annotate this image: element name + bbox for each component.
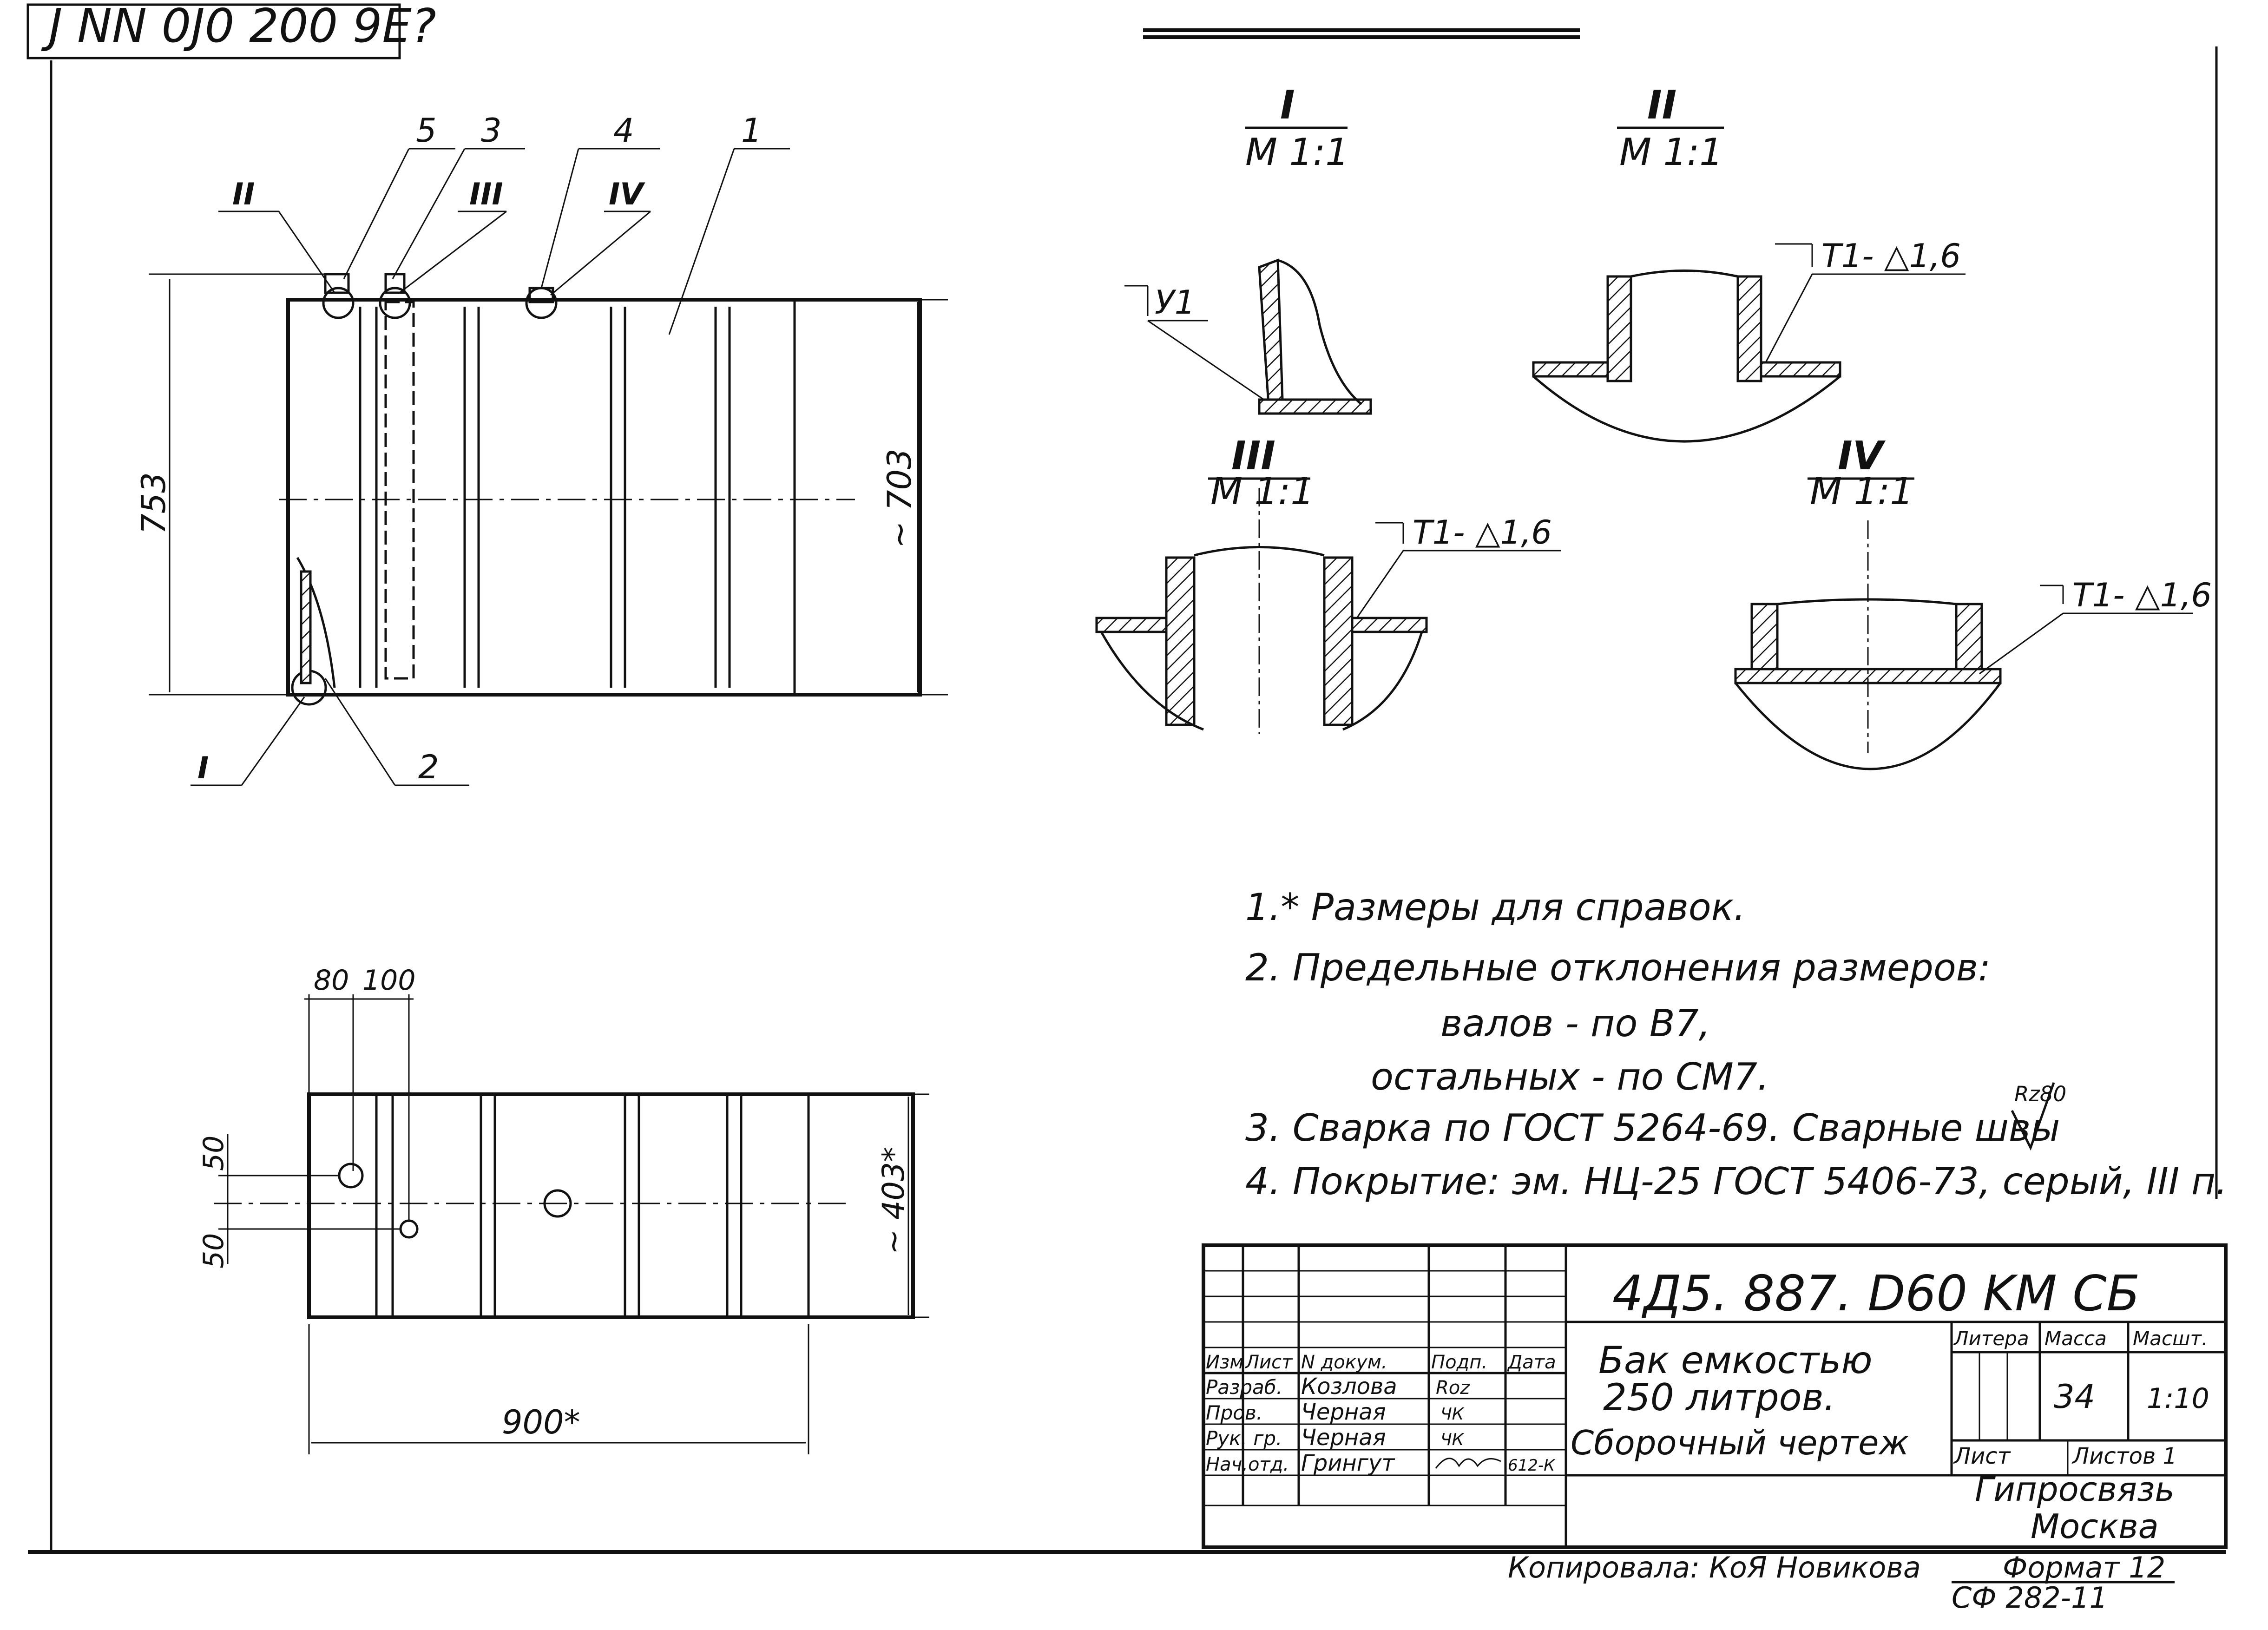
note-2: 2. Предельные отклонения размеров: xyxy=(1245,946,1991,989)
detail-III-weld: T1- △1,6 xyxy=(1413,513,1552,552)
dim-703: ~ 703 xyxy=(881,448,919,548)
detail-I-scale: M 1:1 xyxy=(1245,131,1349,174)
callout-5: 5 xyxy=(416,112,437,150)
roughness-label: Rz80 xyxy=(2014,1082,2066,1106)
litera-label: Литера xyxy=(1953,1327,2029,1350)
title-line-3: Сборочный чертеж xyxy=(1571,1423,1909,1462)
detail-I-weld: У1 xyxy=(1155,283,1195,322)
top-stamp-text: J NN 0J0 200 9E? xyxy=(41,0,436,53)
detail-IV-roman: IV xyxy=(1838,433,1886,479)
detail-II-roman: II xyxy=(1647,82,1676,128)
masshtab-label: Масшт. xyxy=(2133,1327,2208,1350)
ref-I: I xyxy=(197,751,209,786)
main-dims xyxy=(149,273,948,696)
callout-1: 1 xyxy=(741,112,762,150)
dim-403: ~ 403* xyxy=(876,1147,911,1255)
plan-view xyxy=(214,994,929,1454)
callout-3: 3 xyxy=(481,112,502,150)
row-role-4: Нач.отд. xyxy=(1206,1454,1289,1475)
hdr-izm: Изм xyxy=(1206,1352,1243,1373)
top-stamp: J NN 0J0 200 9E? xyxy=(26,0,436,59)
hdr-data: Дата xyxy=(1507,1352,1556,1373)
row-name-2: Черная xyxy=(1301,1399,1386,1425)
main-beads xyxy=(359,300,796,695)
detail-I-roman: I xyxy=(1280,82,1295,128)
detail-IV-scale: M 1:1 xyxy=(1810,470,1913,513)
footer-format: Формат 12 xyxy=(2003,1551,2165,1584)
note-3: 3. Сварка по ГОСТ 5264-69. Сварные швы xyxy=(1245,1106,2060,1150)
row-role-1: Разраб. xyxy=(1206,1376,1282,1399)
org-city: Москва xyxy=(2031,1507,2159,1546)
callout-2: 2 xyxy=(418,748,439,786)
row-name-3: Черная xyxy=(1301,1425,1386,1451)
notes: 1.* Размеры для справок. 2. Предельные о… xyxy=(1245,886,2228,1203)
detail-II: II M 1:1 T1- △1,6 xyxy=(1532,82,1966,443)
listov-label: Листов 1 xyxy=(2071,1443,2177,1469)
masshtab-value: 1:10 xyxy=(2147,1382,2209,1415)
hdr-ndoc: N докум. xyxy=(1301,1352,1387,1373)
detail-II-scale: M 1:1 xyxy=(1619,131,1723,174)
row-sign-2: ЧК xyxy=(1440,1405,1465,1424)
detail-I: I M 1:1 У1 xyxy=(1124,82,1372,415)
title-line-2: 250 литров. xyxy=(1603,1376,1835,1419)
dim-100: 100 xyxy=(362,964,416,997)
detail-IV-weld: T1- △1,6 xyxy=(2072,576,2212,614)
dim-900: 900* xyxy=(502,1403,580,1441)
row-date-4: 612-К xyxy=(1508,1456,1556,1475)
row-name-4: Грингут xyxy=(1301,1450,1395,1476)
row-sign-4-signature xyxy=(1435,1458,1501,1469)
footer-copied: Копировала: КоЯ Новикова xyxy=(1508,1551,1921,1584)
detail-IV: IV M 1:1 T1- △1,6 xyxy=(1734,433,2212,770)
main-leaders xyxy=(191,148,790,786)
ref-II: II xyxy=(232,177,255,212)
detail-III-roman: III xyxy=(1231,433,1275,479)
detail-III-scale: M 1:1 xyxy=(1210,470,1314,513)
hdr-list: Лист xyxy=(1244,1352,1293,1373)
footer-code: СФ 282-11 xyxy=(1952,1581,2108,1615)
dim-80: 80 xyxy=(314,964,349,997)
org-name: Гипросвязь xyxy=(1975,1470,2175,1509)
row-sign-3: ЧК xyxy=(1440,1430,1465,1449)
title-block xyxy=(1202,1243,2228,1549)
row-role-3: Рук. гр. xyxy=(1206,1427,1282,1450)
row-name-1: Козлова xyxy=(1301,1374,1397,1400)
weld-symbol xyxy=(2011,1082,2055,1151)
ref-IV: IV xyxy=(609,177,645,212)
note-2a: валов - по B7, xyxy=(1440,1002,1710,1045)
callout-4: 4 xyxy=(613,112,634,150)
row-sign-1: Roz xyxy=(1436,1377,1470,1399)
dim-753: 753 xyxy=(135,472,173,534)
note-4: 4. Покрытие: эм. НЦ-25 ГОСТ 5406-73, сер… xyxy=(1245,1160,2228,1203)
doc-number: 4Д5. 887. D60 KM СБ xyxy=(1612,1265,2140,1322)
sheet-frame xyxy=(28,28,2226,1554)
note-1: 1.* Размеры для справок. xyxy=(1245,886,1745,929)
dim-50b: 50 xyxy=(197,1233,230,1269)
detail-III: III M 1:1 T1- △1,6 xyxy=(1095,433,1561,734)
fittings xyxy=(291,273,558,706)
title-line-1: Бак емкостью xyxy=(1598,1339,1873,1382)
main-view: 753 ~ 703 5 3 4 1 2 II III xyxy=(135,112,948,786)
dim-50a: 50 xyxy=(197,1136,230,1171)
row-role-2: Пров. xyxy=(1206,1401,1262,1424)
massa-value: 34 xyxy=(2054,1378,2095,1416)
hdr-podp: Подп. xyxy=(1431,1352,1487,1373)
massa-label: Масса xyxy=(2044,1327,2107,1350)
ref-III: III xyxy=(469,177,503,212)
detail-II-weld: T1- △1,6 xyxy=(1821,237,1961,275)
list-label: Лист xyxy=(1953,1443,2012,1469)
note-2b: остальных - по CM7. xyxy=(1371,1055,1769,1098)
